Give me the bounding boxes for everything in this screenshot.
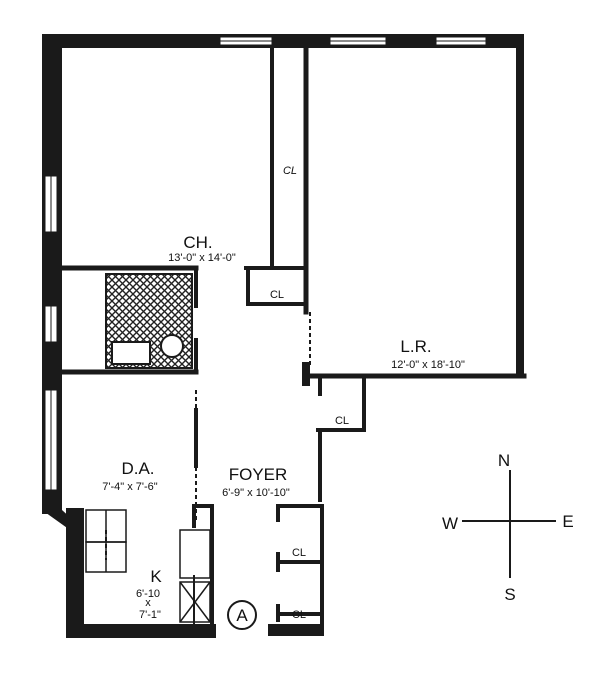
kitchen-dimensions-top: 6'-10 (136, 588, 160, 600)
ch-room-dimensions: 13'-0" x 14'-0" (168, 252, 236, 264)
kitchen-counters (85, 509, 211, 623)
lr-room-dimensions: 12'-0" x 18'-10" (391, 359, 465, 371)
kitchen-label: K (150, 567, 162, 586)
unit-marker: A (227, 600, 257, 630)
top-windows (219, 36, 487, 46)
closet-label-ch-partition: CL (283, 165, 297, 177)
da-room-dimensions: 7'-4" x 7'-6" (102, 481, 158, 493)
kitchen-dimensions-x: x (145, 597, 151, 609)
unit-marker-letter: A (236, 606, 248, 625)
closet-label-foyer-upper: CL (292, 547, 306, 559)
closet-label-ch: CL (270, 289, 284, 301)
toilet (160, 334, 184, 358)
bathroom (105, 273, 193, 369)
bathtub (111, 341, 151, 365)
compass-east: E (562, 512, 573, 531)
ch-room-label: CH. (183, 233, 212, 252)
closet-label-foyer-lower: CL (292, 609, 306, 621)
compass-west: W (442, 514, 458, 533)
west-windows (44, 175, 58, 491)
compass-north: N (498, 451, 510, 470)
compass-rose: N S E W (442, 451, 574, 604)
foyer-room-dimensions: 6'-9" x 10'-10" (222, 487, 290, 499)
lr-room-label: L.R. (400, 337, 431, 356)
foyer-room-label: FOYER (229, 465, 288, 484)
closet-label-lr: CL (335, 415, 349, 427)
interior-walls (59, 45, 527, 632)
da-room-label: D.A. (121, 459, 154, 478)
compass-south: S (504, 585, 515, 604)
kitchen-dimensions-bottom: 7'-1" (139, 609, 161, 621)
